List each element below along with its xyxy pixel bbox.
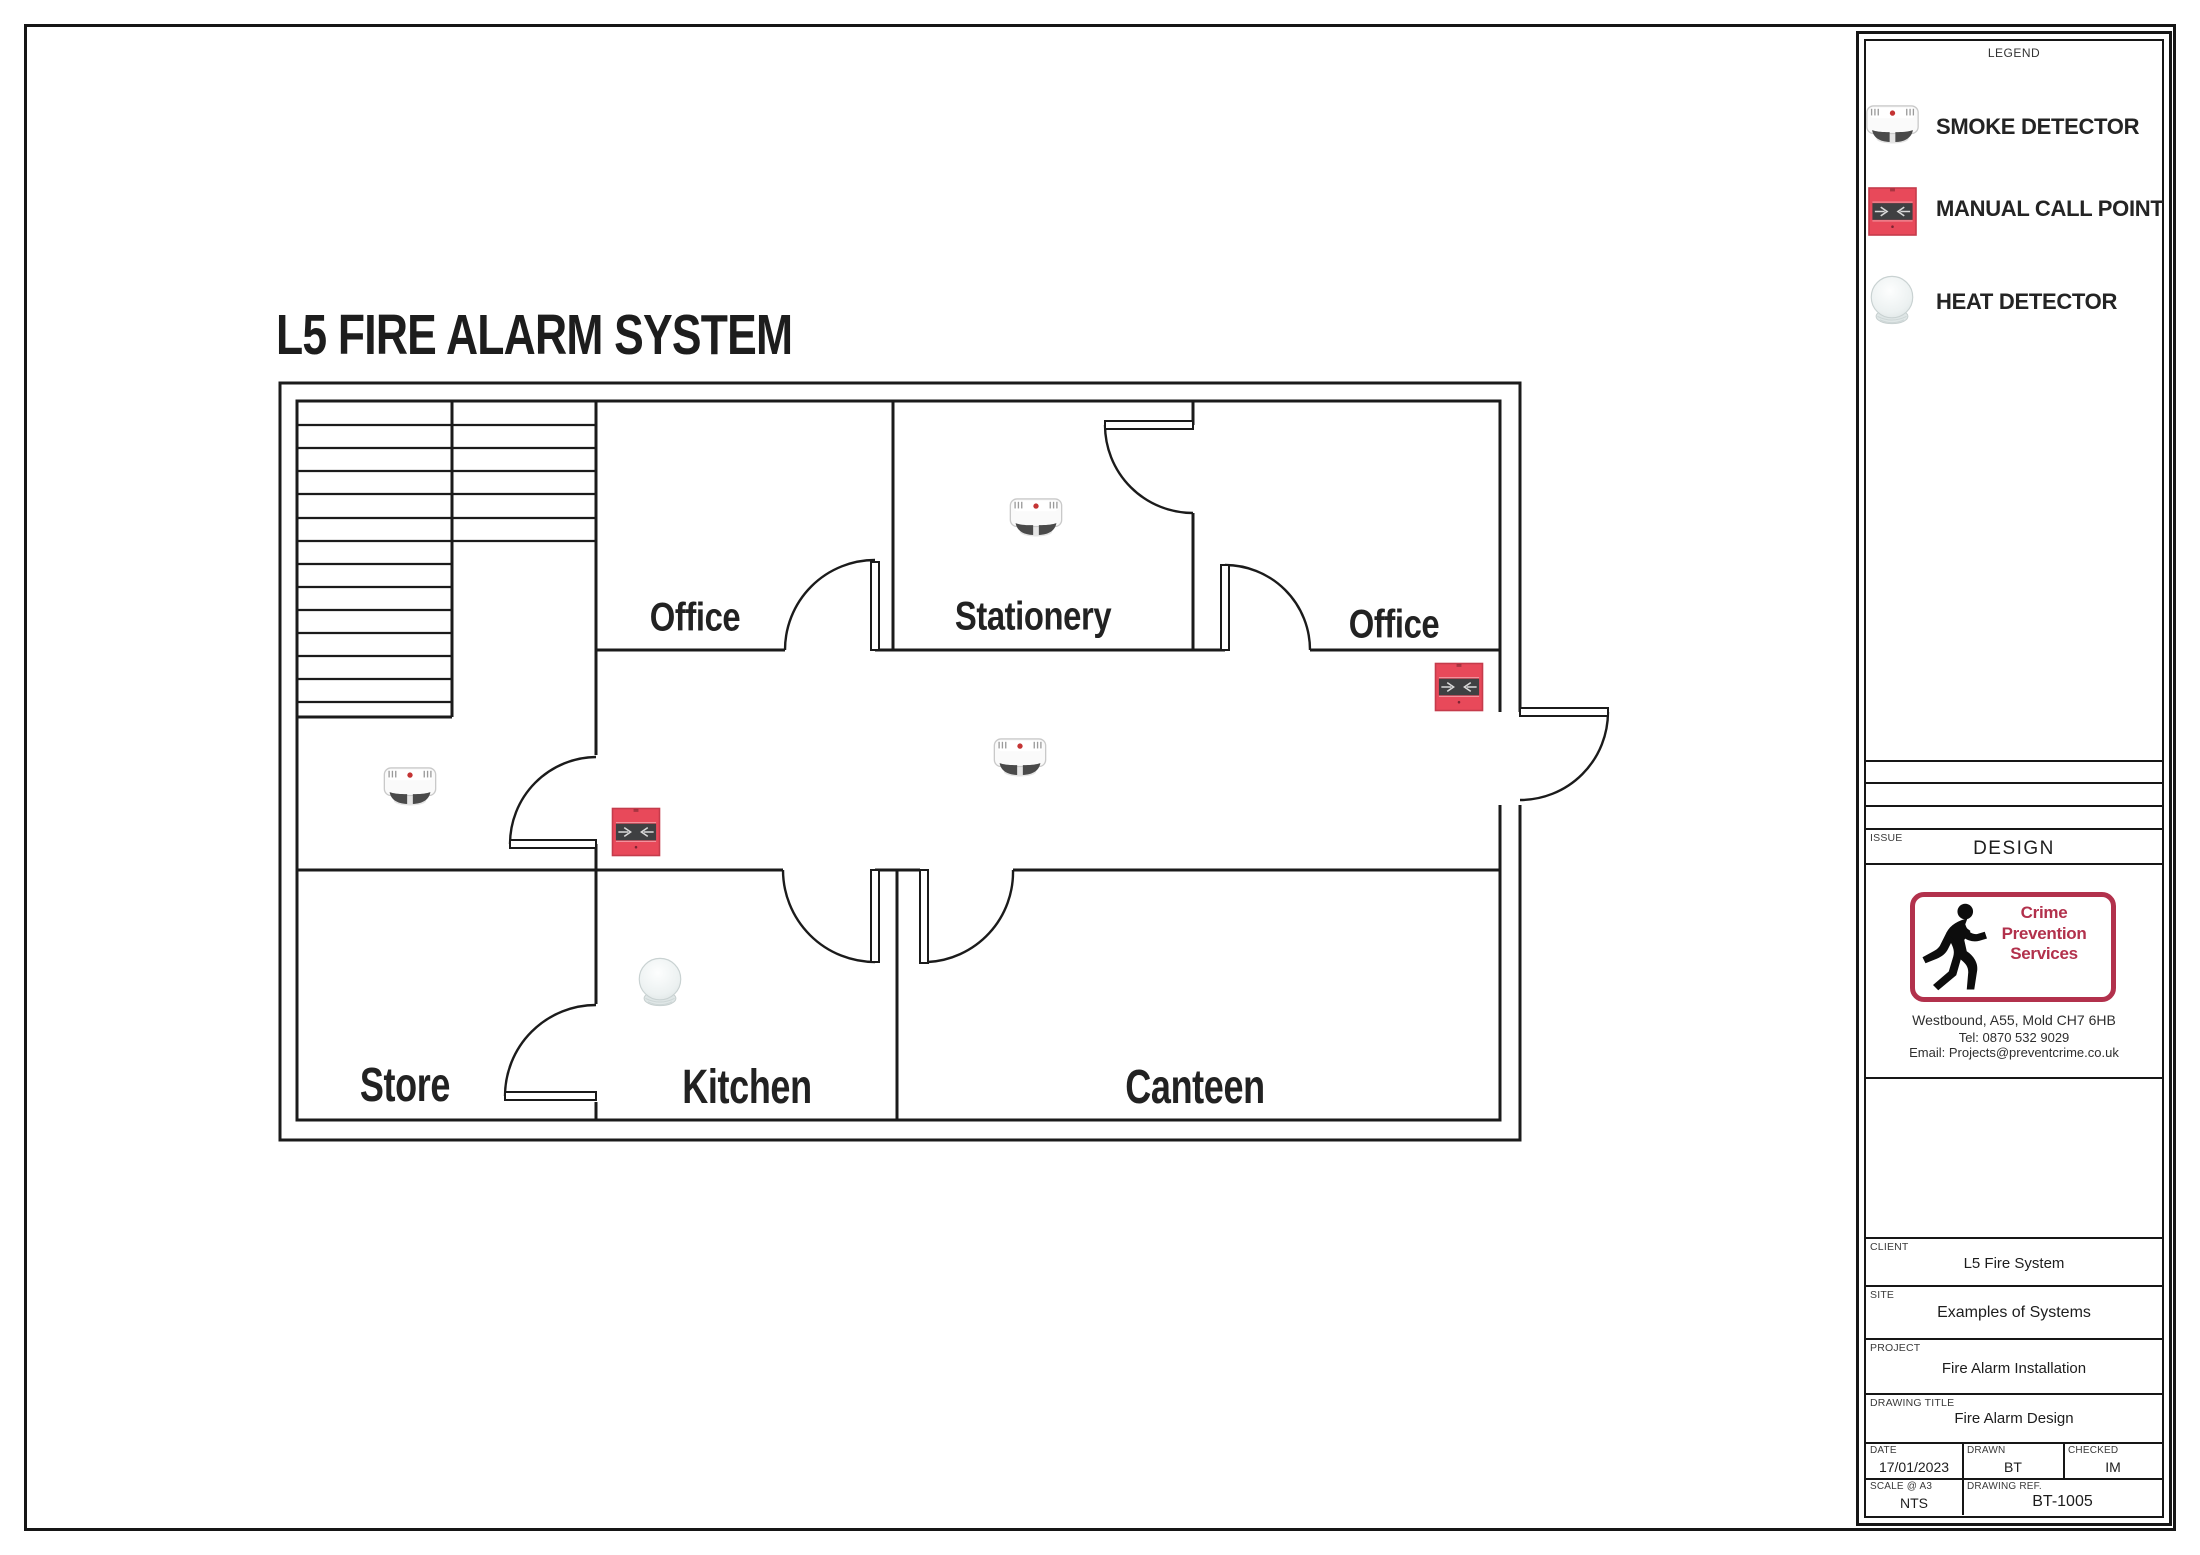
stair-treads — [297, 423, 596, 704]
checked-label: CHECKED — [2068, 1445, 2119, 1456]
divider — [1962, 1442, 1964, 1478]
divider — [1866, 1478, 2162, 1480]
project-label: PROJECT — [1870, 1342, 1921, 1354]
date-label: DATE — [1870, 1445, 1897, 1456]
site-value: Examples of Systems — [1937, 1304, 2091, 1321]
drawing-title-value: Fire Alarm Design — [1954, 1410, 2074, 1427]
client-label: CLIENT — [1870, 1241, 1909, 1253]
divider — [1866, 863, 2162, 865]
device-layer — [383, 498, 1484, 1007]
issue-label: ISSUE — [1870, 832, 1903, 844]
client-value: L5 Fire System — [1963, 1255, 2065, 1272]
divider — [1866, 1285, 2162, 1287]
door-leaves — [504, 420, 1609, 1101]
project-value: Fire Alarm Installation — [1941, 1360, 2087, 1377]
title-block-frame: LEGEND SMOKE DETECTOR MANUAL CALL POINT HE… — [1864, 39, 2164, 1518]
heat-detector-symbol — [638, 957, 682, 1007]
company-logo: Crime Prevention Services — [1910, 892, 2116, 1002]
room-label-office: Office — [1348, 602, 1440, 647]
divider — [1866, 1237, 2162, 1239]
company-address: Westbound, A55, Mold CH7 6HB — [1912, 1012, 2116, 1028]
mcp-detector-symbol — [1434, 662, 1484, 712]
smoke-detector-icon — [1864, 103, 1921, 145]
drawn-label: DRAWN — [1967, 1445, 2006, 1456]
room-label-kitchen: Kitchen — [682, 1060, 812, 1114]
legend-label: MANUAL CALL POINT — [1936, 196, 2164, 221]
room-label-stationery: Stationery — [954, 594, 1112, 639]
smoke-detector-symbol — [1009, 498, 1063, 538]
divider — [2063, 1442, 2065, 1478]
page-title: L5 FIRE ALARM SYSTEM — [276, 303, 793, 367]
company-name-line: Prevention — [2001, 923, 2087, 943]
company-name: Crime Prevention Services — [1985, 903, 2103, 965]
divider — [1866, 1077, 2162, 1079]
room-label-store: Store — [359, 1058, 451, 1112]
scale-value: NTS — [1900, 1495, 1928, 1511]
legend-header: LEGEND — [1987, 46, 2041, 60]
legend-label: SMOKE DETECTOR — [1936, 114, 2140, 139]
room-label-canteen: Canteen — [1125, 1060, 1265, 1114]
room-label-office: Office — [649, 595, 741, 640]
company-phone: Tel: 0870 532 9029 — [1958, 1030, 2070, 1045]
title-block: LEGEND SMOKE DETECTOR MANUAL CALL POINT HE… — [1856, 31, 2172, 1526]
running-man-icon — [1922, 903, 1987, 991]
legend-label: HEAT DETECTOR — [1936, 289, 2118, 314]
divider — [1866, 1442, 2162, 1444]
outer-walls — [278, 381, 1522, 1142]
drawing-ref-value: BT-1005 — [2032, 1493, 2093, 1510]
heat-detector-icon — [1863, 273, 1921, 327]
divider — [1866, 1393, 2162, 1395]
divider — [1866, 1338, 2162, 1340]
issue-value: DESIGN — [1973, 838, 2055, 859]
divider — [1866, 805, 2162, 807]
scale-label: SCALE @ A3 — [1870, 1481, 1933, 1492]
sheet-border — [24, 24, 2176, 1531]
date-value: 17/01/2023 — [1878, 1459, 1950, 1475]
company-name-line: Services — [2010, 944, 2078, 964]
drawing-ref-label: DRAWING REF. — [1967, 1481, 2042, 1492]
smoke-detector-symbol — [993, 738, 1047, 778]
door-arcs — [503, 424, 1610, 1097]
divider — [1866, 828, 2162, 830]
interior-walls — [297, 401, 1500, 1120]
smoke-detector-symbol — [383, 767, 437, 807]
drawing-title-label: DRAWING TITLE — [1870, 1397, 1955, 1409]
site-label: SITE — [1870, 1289, 1895, 1301]
mcp-detector-symbol — [611, 807, 661, 857]
company-name-line: Crime — [2020, 903, 2068, 922]
divider — [1962, 1478, 1964, 1515]
manual-call-point-icon — [1868, 187, 1917, 236]
checked-value: IM — [2105, 1459, 2121, 1475]
divider — [1866, 760, 2162, 762]
divider — [1866, 782, 2162, 784]
drawn-value: BT — [2004, 1459, 2022, 1475]
company-email: Email: Projects@preventcrime.co.uk — [1909, 1045, 2119, 1060]
